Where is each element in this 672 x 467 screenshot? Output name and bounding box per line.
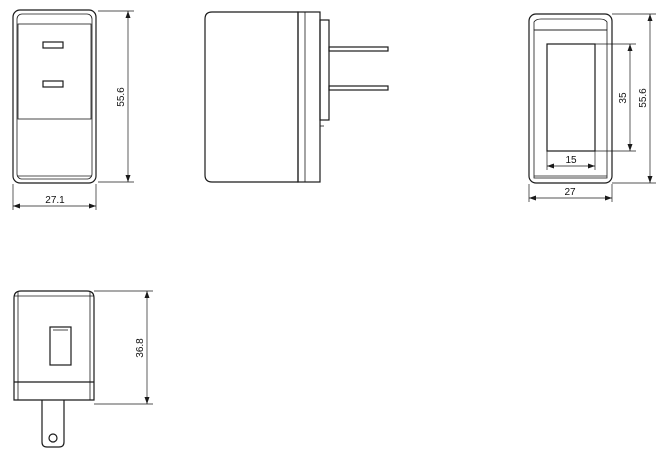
side-view: [204, 11, 389, 183]
side-body-outline: [204, 11, 299, 183]
bottom-prong-hole: [48, 433, 58, 443]
bottom-prong: [41, 400, 65, 448]
front-view: 55.6 27.1: [12, 9, 134, 210]
front-body-inner: [16, 13, 93, 180]
front-width-dimension: 27.1: [12, 184, 97, 210]
side-prong-base: [319, 19, 330, 121]
back-height-label: 55.6: [638, 88, 649, 108]
back-width-dimension: 27: [528, 184, 613, 202]
back-label-height-label: 35: [618, 92, 629, 104]
back-inner-outline: [533, 29, 608, 179]
back-height-dimension: 55.6: [612, 13, 656, 184]
back-label-height-dimension: 35: [595, 43, 636, 152]
bottom-height-label: 36.8: [135, 338, 146, 358]
bottom-view: 36.8: [13, 290, 153, 448]
side-prong-bottom: [328, 85, 389, 91]
bottom-height-dimension: 36.8: [94, 290, 153, 405]
front-height-dimension: 55.6: [98, 10, 134, 183]
side-prong-top: [328, 46, 389, 52]
back-body-outline: [528, 13, 613, 184]
front-prong-slot-bottom: [42, 80, 64, 88]
front-height-label: 55.6: [116, 87, 127, 107]
front-width-label: 27.1: [45, 195, 65, 206]
back-top-bevel: [533, 18, 608, 30]
back-label-area: [546, 43, 596, 152]
back-width-label: 27: [564, 187, 576, 198]
bottom-body-outline: [13, 290, 95, 401]
bottom-window: [49, 326, 72, 366]
back-view: 35 55.6 15 27: [528, 13, 656, 202]
front-prong-slot-top: [42, 41, 64, 49]
front-plug-face: [17, 23, 92, 120]
back-label-width-dimension: 15: [546, 151, 596, 170]
side-rear-plate: [297, 11, 321, 183]
front-body-outline: [12, 9, 97, 184]
back-label-width-label: 15: [565, 155, 577, 166]
